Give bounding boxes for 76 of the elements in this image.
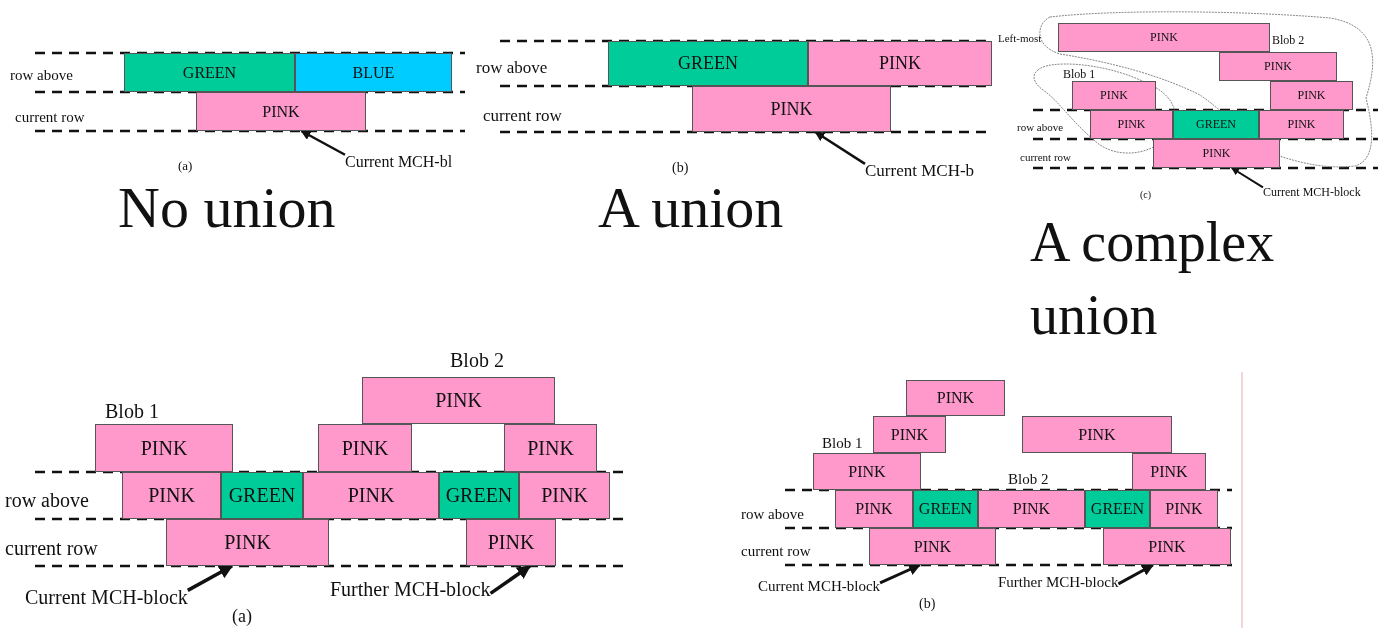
block: PINK [1259, 110, 1344, 139]
label-text: Left-most [998, 31, 1042, 45]
block: PINK [978, 490, 1085, 528]
arrow [1117, 563, 1154, 586]
annotation-text: Current MCH-bl [345, 153, 453, 171]
label-text: row above [5, 489, 89, 511]
label-text: Blob 1 [822, 434, 863, 452]
block: GREEN [221, 472, 303, 519]
label-text: row above [10, 66, 73, 84]
label-text: Blob 1 [105, 400, 159, 422]
arrow [300, 129, 346, 156]
block: PINK [1022, 416, 1172, 453]
block: PINK [504, 424, 597, 472]
label-text: row above [1017, 120, 1064, 134]
label-text: Blob 2 [450, 349, 504, 371]
arrow [1230, 167, 1264, 189]
block: GREEN [1085, 490, 1150, 528]
block: GREEN [608, 41, 808, 86]
arrow [814, 130, 866, 165]
block: BLUE [295, 53, 452, 92]
block: PINK [1132, 453, 1206, 490]
block: PINK [1058, 23, 1270, 52]
block: PINK [122, 472, 221, 519]
block: PINK [519, 472, 610, 519]
label-text: current row [483, 106, 562, 126]
annotation-text: Current MCH-block [758, 578, 881, 595]
label-text: (b) [919, 596, 936, 612]
label-text: (b) [672, 160, 689, 176]
annotation-text: Further MCH-block [998, 574, 1119, 591]
label-text: row above [741, 505, 804, 523]
block: PINK [1090, 110, 1173, 139]
label-text: current row [1020, 150, 1071, 164]
block: PINK [95, 424, 233, 472]
block: PINK [813, 453, 921, 490]
block: PINK [1103, 528, 1231, 565]
annotation-text: Current MCH-b [865, 162, 975, 181]
block: PINK [692, 86, 891, 132]
block: PINK [1150, 490, 1218, 528]
block: PINK [1072, 81, 1156, 110]
label-text: (a) [232, 607, 252, 627]
annotation-text: Current MCH-block [25, 586, 188, 608]
annotation-text: Further MCH-block [330, 578, 491, 600]
block: PINK [1153, 139, 1280, 168]
block: PINK [869, 528, 996, 565]
block: GREEN [913, 490, 978, 528]
label-text: row above [476, 58, 548, 78]
arrow [489, 564, 532, 595]
block: PINK [1219, 52, 1337, 81]
block: PINK [1270, 81, 1353, 110]
block: PINK [873, 416, 946, 453]
caption-text: A union [598, 176, 784, 240]
label-text: (a) [178, 158, 193, 174]
block: PINK [362, 377, 555, 424]
annotation-text: Current MCH-block [1263, 186, 1361, 200]
label-text: Blob 2 [1008, 470, 1049, 488]
block: PINK [303, 472, 439, 519]
caption-text: No union [118, 176, 336, 240]
label-text: (c) [1140, 188, 1152, 200]
block: GREEN [124, 53, 295, 92]
arrow [186, 564, 234, 592]
block: PINK [466, 519, 556, 566]
block: PINK [318, 424, 412, 472]
label-text: current row [5, 537, 98, 559]
caption-text: A complex union [1030, 210, 1276, 348]
label-text: current row [741, 542, 811, 560]
block: PINK [835, 490, 913, 528]
block: PINK [196, 92, 366, 131]
label-text: current row [15, 108, 85, 126]
block: PINK [808, 41, 992, 86]
arrow [879, 563, 921, 585]
label-text: Blob 1 [1063, 68, 1096, 82]
label-text: Blob 2 [1272, 34, 1305, 48]
block: PINK [166, 519, 329, 566]
block: GREEN [1173, 110, 1259, 139]
block: GREEN [439, 472, 519, 519]
block: PINK [906, 380, 1005, 416]
